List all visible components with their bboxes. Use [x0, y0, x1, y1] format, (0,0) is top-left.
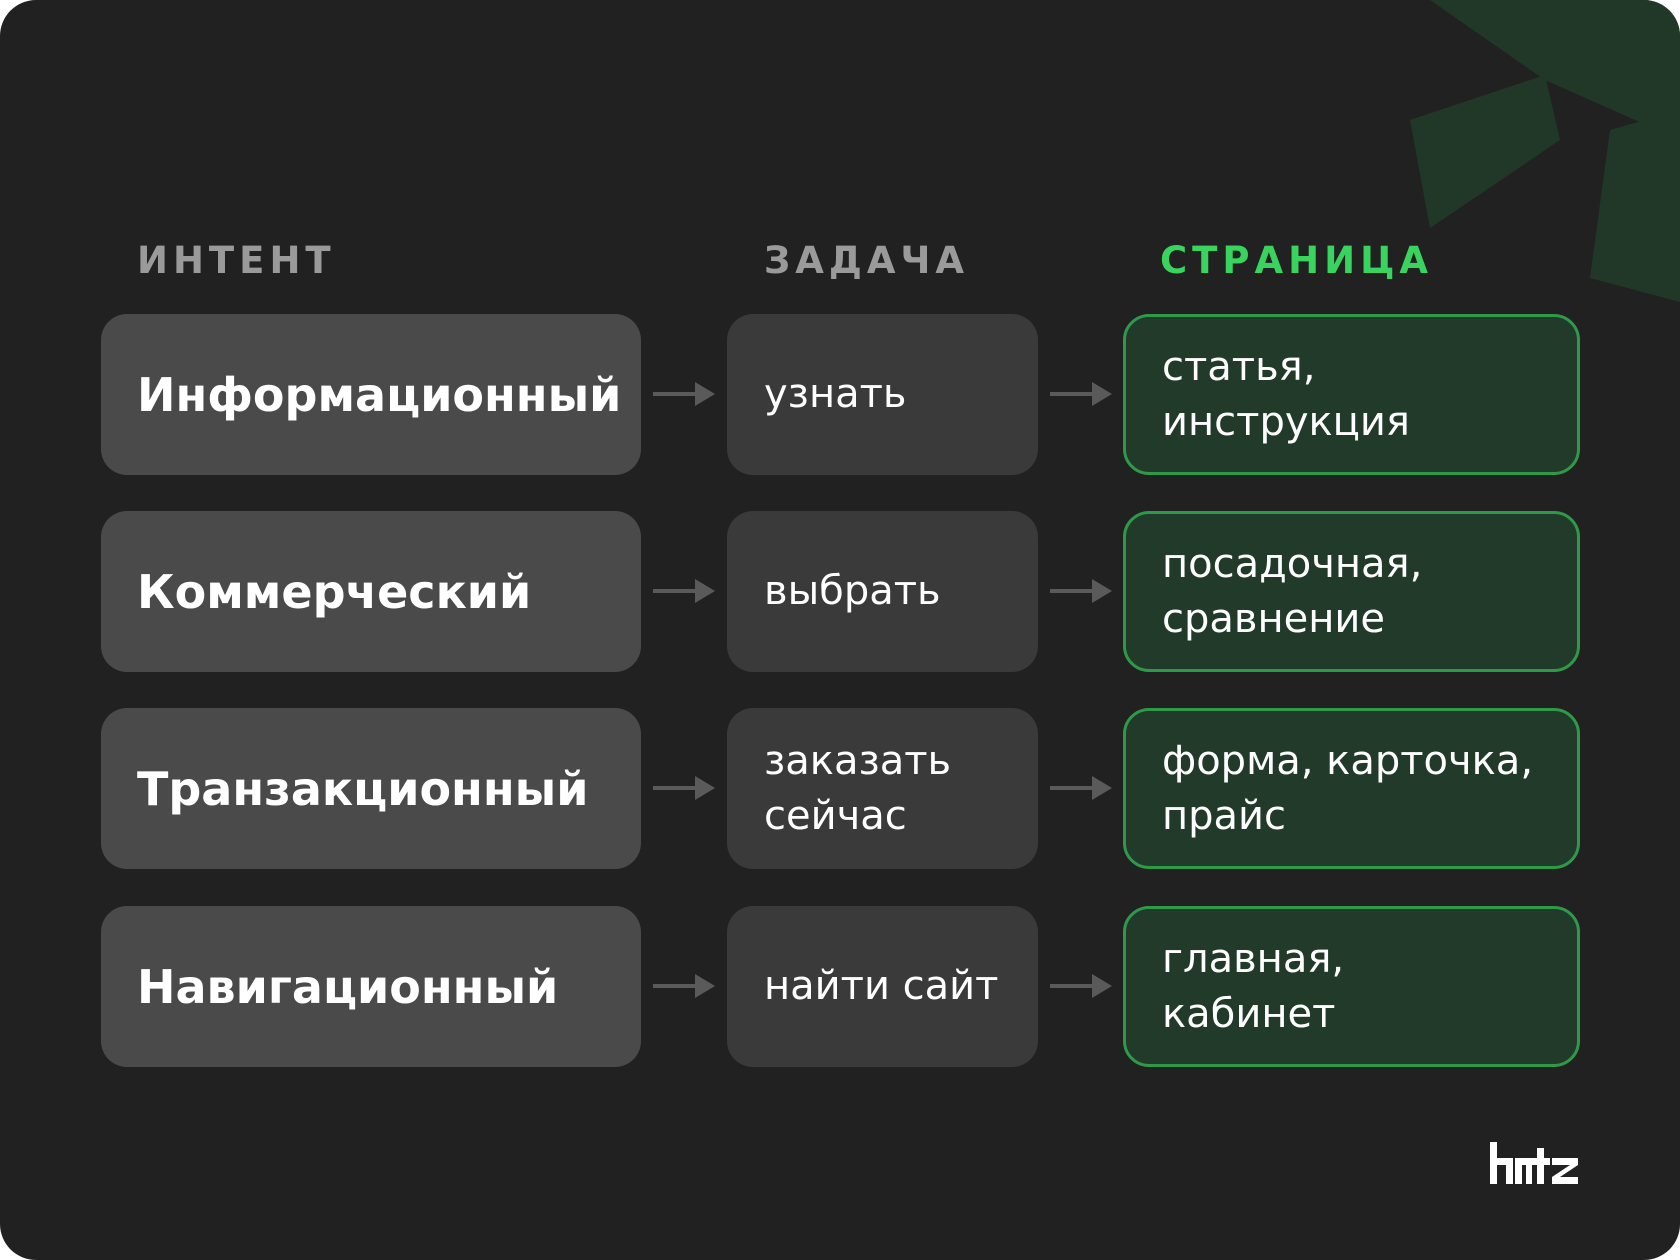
- hmtz-logo: [1490, 1142, 1578, 1184]
- intent-box-navigational: Навигационный: [101, 906, 641, 1067]
- arrow-right-icon: [653, 773, 715, 803]
- column-header-page: СТРАНИЦА: [1160, 239, 1434, 282]
- arrow-right-icon: [653, 971, 715, 1001]
- page-label: посадочная, сравнение: [1162, 540, 1423, 642]
- page-box-form: форма, карточка, прайс: [1123, 708, 1580, 869]
- page-box-home: главная, кабинет: [1123, 906, 1580, 1067]
- arrow-right-icon: [653, 379, 715, 409]
- intent-label: Коммерческий: [137, 564, 532, 619]
- task-label: заказать сейчас: [764, 737, 952, 839]
- intent-label: Навигационный: [137, 959, 559, 1014]
- page-label: статья, инструкция: [1162, 343, 1410, 445]
- intent-box-commercial: Коммерческий: [101, 511, 641, 672]
- page-label: форма, карточка, прайс: [1162, 737, 1534, 839]
- task-label: узнать: [764, 371, 907, 417]
- task-box-order: заказать сейчас: [727, 708, 1038, 869]
- task-label: найти сайт: [764, 963, 999, 1009]
- arrow-right-icon: [1050, 576, 1112, 606]
- arrow-right-icon: [1050, 773, 1112, 803]
- intent-label: Информационный: [137, 367, 622, 422]
- column-header-intent: ИНТЕНТ: [137, 239, 336, 282]
- page-box-landing: посадочная, сравнение: [1123, 511, 1580, 672]
- page-box-article: статья, инструкция: [1123, 314, 1580, 475]
- task-box-learn: узнать: [727, 314, 1038, 475]
- intent-box-informational: Информационный: [101, 314, 641, 475]
- arrow-right-icon: [653, 576, 715, 606]
- task-box-find-site: найти сайт: [727, 906, 1038, 1067]
- arrow-right-icon: [1050, 379, 1112, 409]
- arrow-right-icon: [1050, 971, 1112, 1001]
- page-label: главная, кабинет: [1162, 935, 1345, 1037]
- task-box-choose: выбрать: [727, 511, 1038, 672]
- intent-box-transactional: Транзакционный: [101, 708, 641, 869]
- task-label: выбрать: [764, 568, 941, 614]
- asterisk-icon: [1410, 0, 1680, 302]
- intent-label: Транзакционный: [137, 761, 589, 816]
- column-header-task: ЗАДАЧА: [764, 239, 970, 282]
